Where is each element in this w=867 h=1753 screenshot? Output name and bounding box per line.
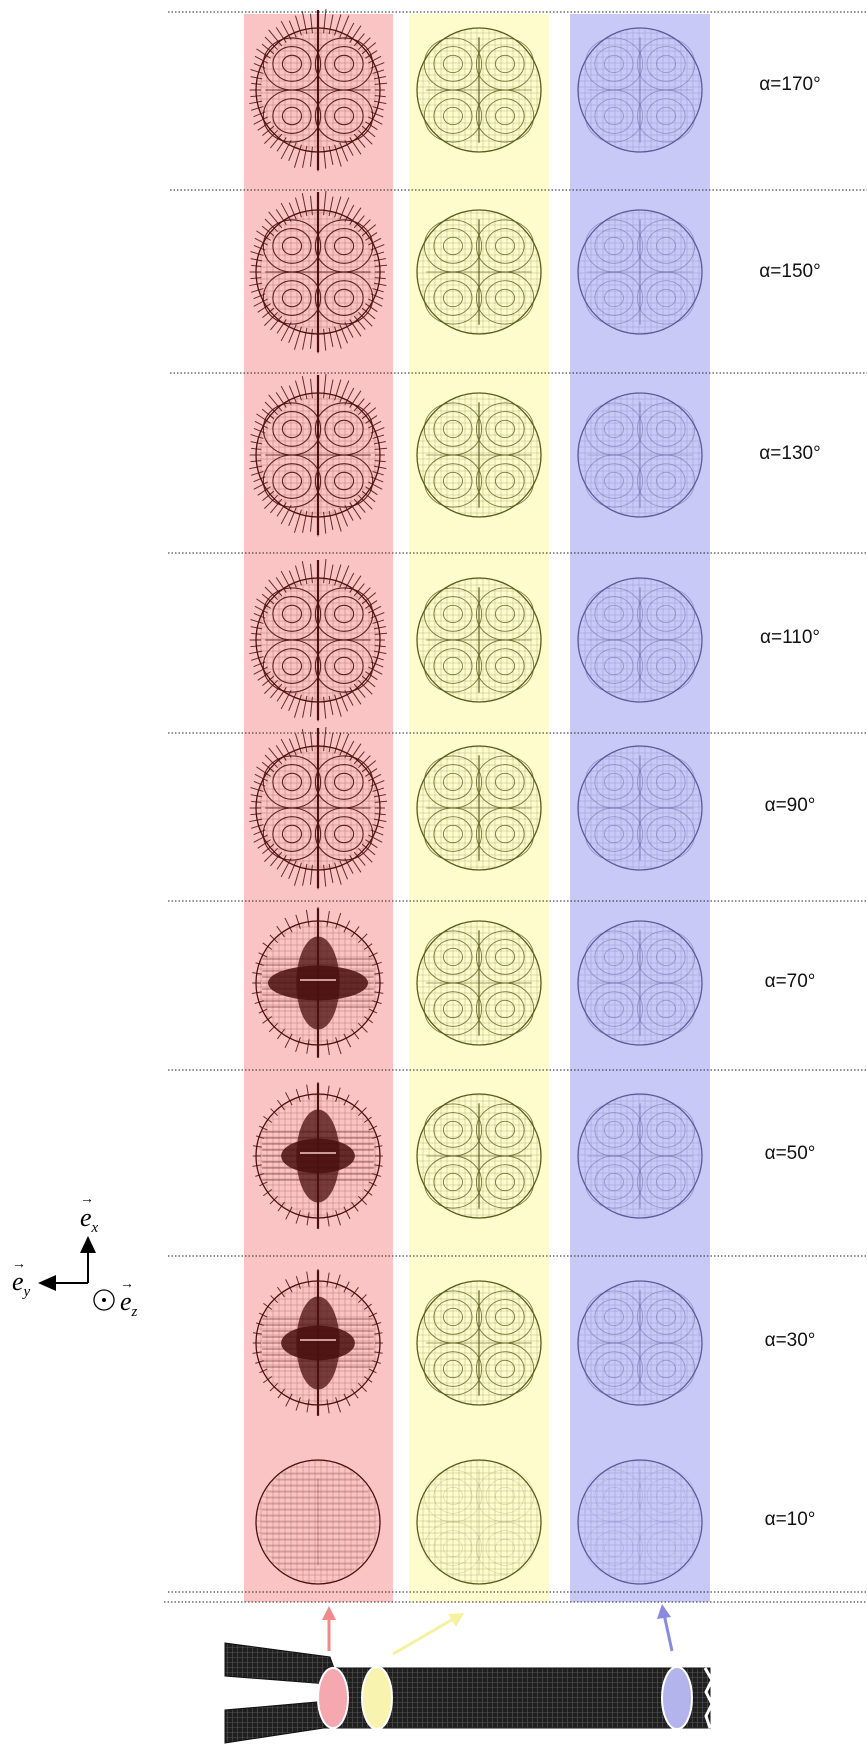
field-pattern-blue-alpha-50 [577, 1093, 703, 1219]
field-pattern-red-alpha-30 [252, 1269, 383, 1416]
yellow-plane-arrow-icon [392, 1613, 464, 1656]
field-pattern-red-alpha-110 [249, 559, 388, 722]
field-pattern-blue-alpha-170 [577, 27, 703, 153]
field-pattern-yellow-alpha-150 [416, 209, 542, 335]
field-pattern-yellow-alpha-170 [416, 27, 542, 153]
z-axis-out-of-plane-icon [93, 1289, 115, 1311]
ey-axis-label: ey [12, 1267, 31, 1300]
ez-axis-label: ez [120, 1287, 138, 1320]
field-pattern-red-alpha-10 [255, 1459, 381, 1585]
field-pattern-yellow-alpha-30 [416, 1280, 542, 1406]
field-pattern-red-alpha-170 [249, 9, 388, 172]
fiber-structure [224, 1604, 714, 1744]
blue-plane-arrow-icon [657, 1604, 674, 1652]
ex-axis-label: ex [80, 1203, 99, 1236]
coordinate-axes: ex → ey → ez → [12, 1192, 138, 1320]
field-pattern-blue-alpha-70 [577, 920, 703, 1046]
svg-text:→: → [120, 1277, 134, 1292]
field-pattern-yellow-alpha-10 [416, 1459, 542, 1585]
field-pattern-yellow-alpha-90 [416, 745, 542, 871]
field-pattern-yellow-alpha-50 [416, 1093, 542, 1219]
field-pattern-red-alpha-150 [249, 191, 388, 354]
field-pattern-red-alpha-90 [249, 727, 388, 890]
blue-cut-plane [661, 1666, 693, 1730]
field-pattern-yellow-alpha-130 [416, 392, 542, 518]
field-pattern-blue-alpha-10 [577, 1459, 703, 1585]
red-plane-arrow-icon [322, 1606, 336, 1651]
field-pattern-blue-alpha-130 [577, 392, 703, 518]
field-pattern-red-alpha-70 [251, 907, 384, 1058]
x-axis-arrow-icon [80, 1236, 96, 1253]
field-pattern-yellow-alpha-70 [416, 920, 542, 1046]
field-pattern-blue-alpha-90 [577, 745, 703, 871]
svg-text:→: → [12, 1257, 26, 1272]
row-separators [164, 11, 867, 1603]
field-pattern-blue-alpha-30 [577, 1280, 703, 1406]
field-pattern-red-alpha-130 [249, 374, 388, 537]
y-axis-arrow-icon [38, 1275, 56, 1291]
red-cut-plane [317, 1667, 349, 1729]
field-pattern-red-alpha-50 [252, 1082, 383, 1229]
svg-text:→: → [80, 1192, 94, 1207]
yellow-cut-plane [361, 1666, 393, 1730]
field-pattern-blue-alpha-150 [577, 209, 703, 335]
field-pattern-blue-alpha-110 [577, 577, 703, 703]
field-cells [249, 9, 703, 1585]
field-pattern-yellow-alpha-110 [416, 577, 542, 703]
